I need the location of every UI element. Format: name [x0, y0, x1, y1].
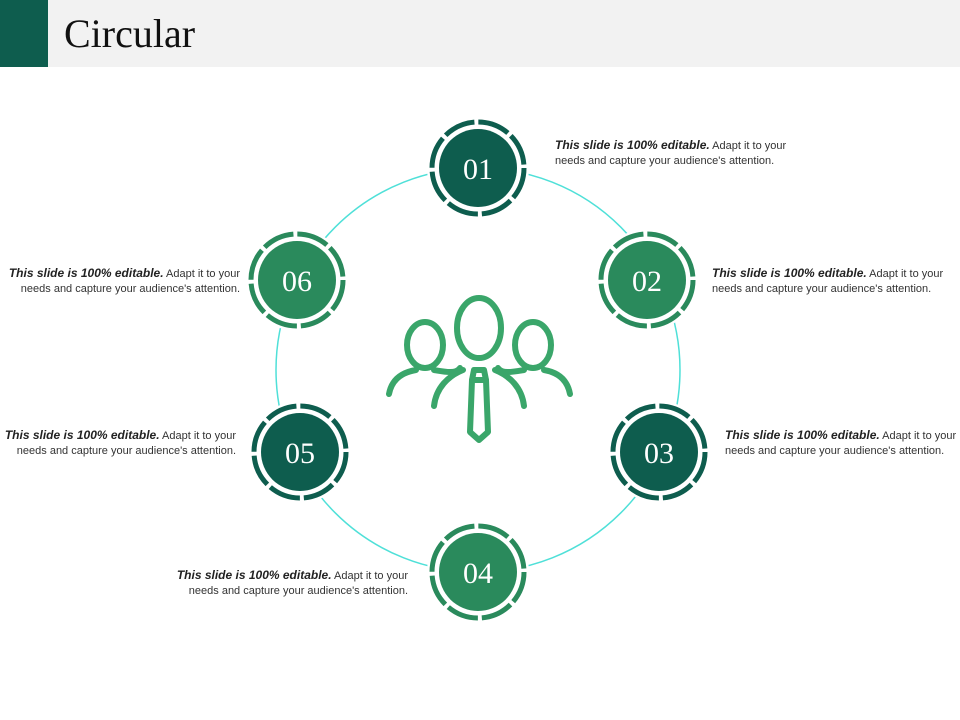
header-bar — [0, 0, 960, 67]
description-bold: This slide is 100% editable. — [555, 138, 710, 152]
node-outer-ring — [251, 403, 349, 501]
description-bold: This slide is 100% editable. — [725, 428, 880, 442]
node-outer-ring — [598, 231, 696, 329]
step-node-05: 05 — [249, 401, 351, 503]
description-text: Adapt it to your needs and capture your … — [555, 140, 787, 167]
step-description-05: This slide is 100% editable. Adapt it to… — [4, 428, 236, 459]
node-outer-ring — [248, 231, 346, 329]
step-description-06: This slide is 100% editable. Adapt it to… — [8, 266, 240, 297]
description-bold: This slide is 100% editable. — [4, 428, 160, 442]
title-accent-block — [0, 0, 48, 67]
node-disc — [620, 413, 698, 491]
step-node-04: 04 — [427, 521, 529, 623]
description-bold: This slide is 100% editable. — [8, 266, 164, 280]
step-node-03: 03 — [608, 401, 710, 503]
node-outer-ring — [429, 523, 527, 621]
node-outer-ring — [610, 403, 708, 501]
step-description-02: This slide is 100% editable. Adapt it to… — [712, 266, 944, 297]
page-title: Circular — [64, 11, 196, 56]
node-outer-ring — [429, 119, 527, 217]
node-disc — [439, 129, 517, 207]
node-disc — [608, 241, 686, 319]
description-text: Adapt it to your needs and capture your … — [16, 430, 236, 457]
node-number: 02 — [632, 265, 662, 298]
nodes-layer: 01 02 03 04 05 06 — [246, 117, 710, 623]
step-description-01: This slide is 100% editable. Adapt it to… — [555, 138, 787, 169]
description-text: Adapt it to your needs and capture your … — [725, 430, 957, 457]
node-number: 06 — [282, 265, 312, 298]
node-number: 05 — [285, 437, 315, 470]
description-text: Adapt it to your needs and capture your … — [712, 268, 944, 295]
description-bold: This slide is 100% editable. — [176, 568, 332, 582]
step-description-04: This slide is 100% editable. Adapt it to… — [176, 568, 408, 599]
node-number: 04 — [463, 557, 493, 590]
node-number: 01 — [463, 153, 493, 186]
node-disc — [261, 413, 339, 491]
team-people-icon — [386, 295, 573, 443]
step-node-01: 01 — [427, 117, 529, 219]
node-disc — [439, 533, 517, 611]
step-node-06: 06 — [246, 229, 348, 331]
step-node-02: 02 — [596, 229, 698, 331]
description-text: Adapt it to your needs and capture your … — [20, 268, 240, 295]
node-number: 03 — [644, 437, 674, 470]
description-bold: This slide is 100% editable. — [712, 266, 867, 280]
step-description-03: This slide is 100% editable. Adapt it to… — [725, 428, 957, 459]
description-text: Adapt it to your needs and capture your … — [188, 570, 408, 597]
node-disc — [258, 241, 336, 319]
